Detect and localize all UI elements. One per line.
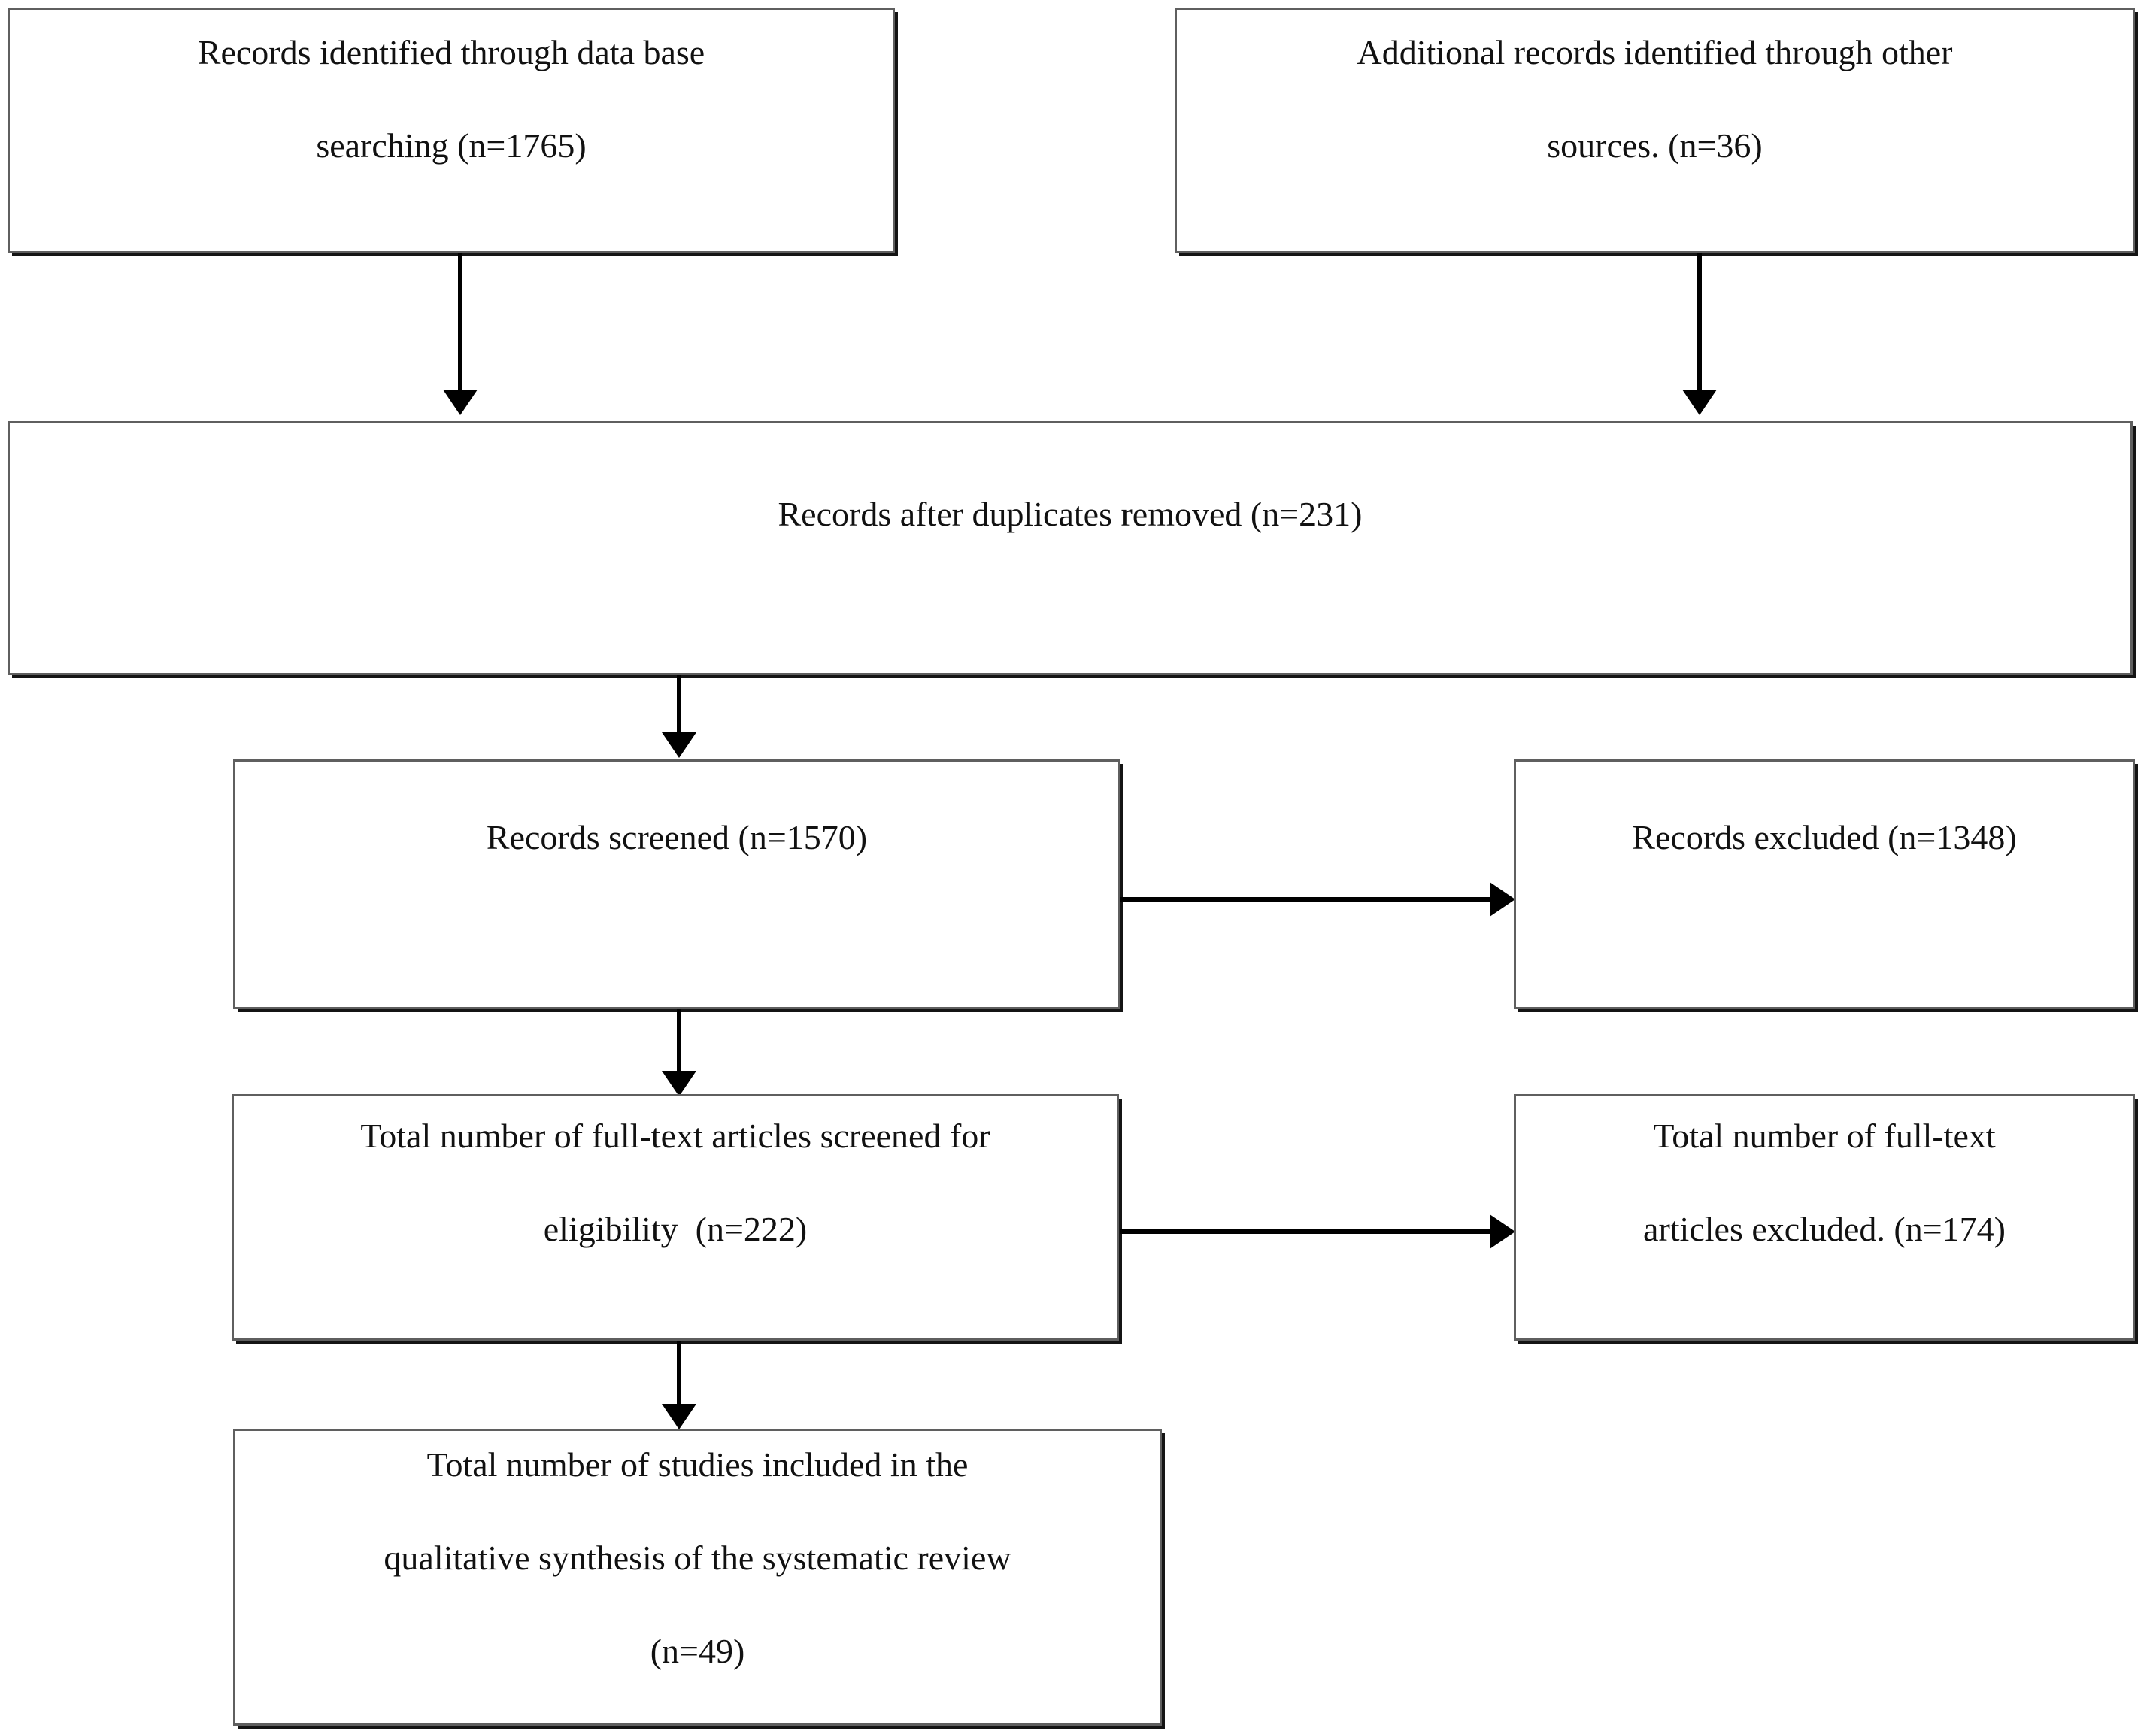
node-text-line: articles excluded. (n=174) [1643,1210,2006,1248]
arrow-fulltext-to-included [662,1341,696,1429]
fulltext-articles-excluded-box: Total number of full-text articles exclud… [1514,1094,2135,1341]
node-text: Additional records identified through ot… [1177,10,2133,163]
arrow-screened-to-excluded [1120,882,1515,917]
node-text-line: Records excluded (n=1348) [1632,818,2017,856]
records-after-duplicates-removed-box: Records after duplicates removed (n=231) [8,421,2133,675]
node-text-line: Total number of studies included in the [426,1445,969,1484]
node-text: Total number of full-text articles scree… [234,1096,1117,1247]
fulltext-articles-screened-box: Total number of full-text articles scree… [232,1094,1119,1341]
node-text-line: Records identified through data base [197,33,705,71]
studies-included-qualitative-synthesis-box: Total number of studies included in the q… [233,1429,1162,1726]
arrow-identified-db-to-duplicates [443,253,478,415]
arrow-fulltext-to-fulltext-excluded [1120,1214,1515,1249]
arrow-screened-to-fulltext [662,1009,696,1096]
records-screened-box: Records screened (n=1570) [233,759,1120,1009]
node-text-line: eligibility (n=222) [543,1210,808,1248]
records-identified-database-box: Records identified through data base sear… [8,8,895,253]
node-text: Total number of full-text articles exclud… [1516,1096,2133,1247]
node-text-line: sources. (n=36) [1547,126,1763,165]
node-text-line: Total number of full-text [1653,1117,1996,1155]
arrow-identified-other-to-duplicates [1682,253,1717,415]
records-excluded-box: Records excluded (n=1348) [1514,759,2135,1009]
node-text: Records after duplicates removed (n=231) [10,423,2130,532]
node-text-line: Records after duplicates removed (n=231) [778,495,1363,533]
node-text: Total number of studies included in the q… [235,1431,1160,1669]
node-text-line: Additional records identified through ot… [1357,33,1953,71]
node-text: Records excluded (n=1348) [1516,762,2133,855]
node-text-line: (n=49) [650,1632,745,1670]
node-text-line: Records screened (n=1570) [486,818,868,856]
arrow-duplicates-to-screened [662,675,696,758]
node-text: Records screened (n=1570) [235,762,1118,855]
node-text-line: searching (n=1765) [316,126,587,165]
node-text-line: qualitative synthesis of the systematic … [384,1538,1011,1577]
additional-records-other-sources-box: Additional records identified through ot… [1175,8,2135,253]
node-text-line: Total number of full-text articles scree… [360,1117,990,1155]
node-text: Records identified through data base sear… [10,10,893,163]
